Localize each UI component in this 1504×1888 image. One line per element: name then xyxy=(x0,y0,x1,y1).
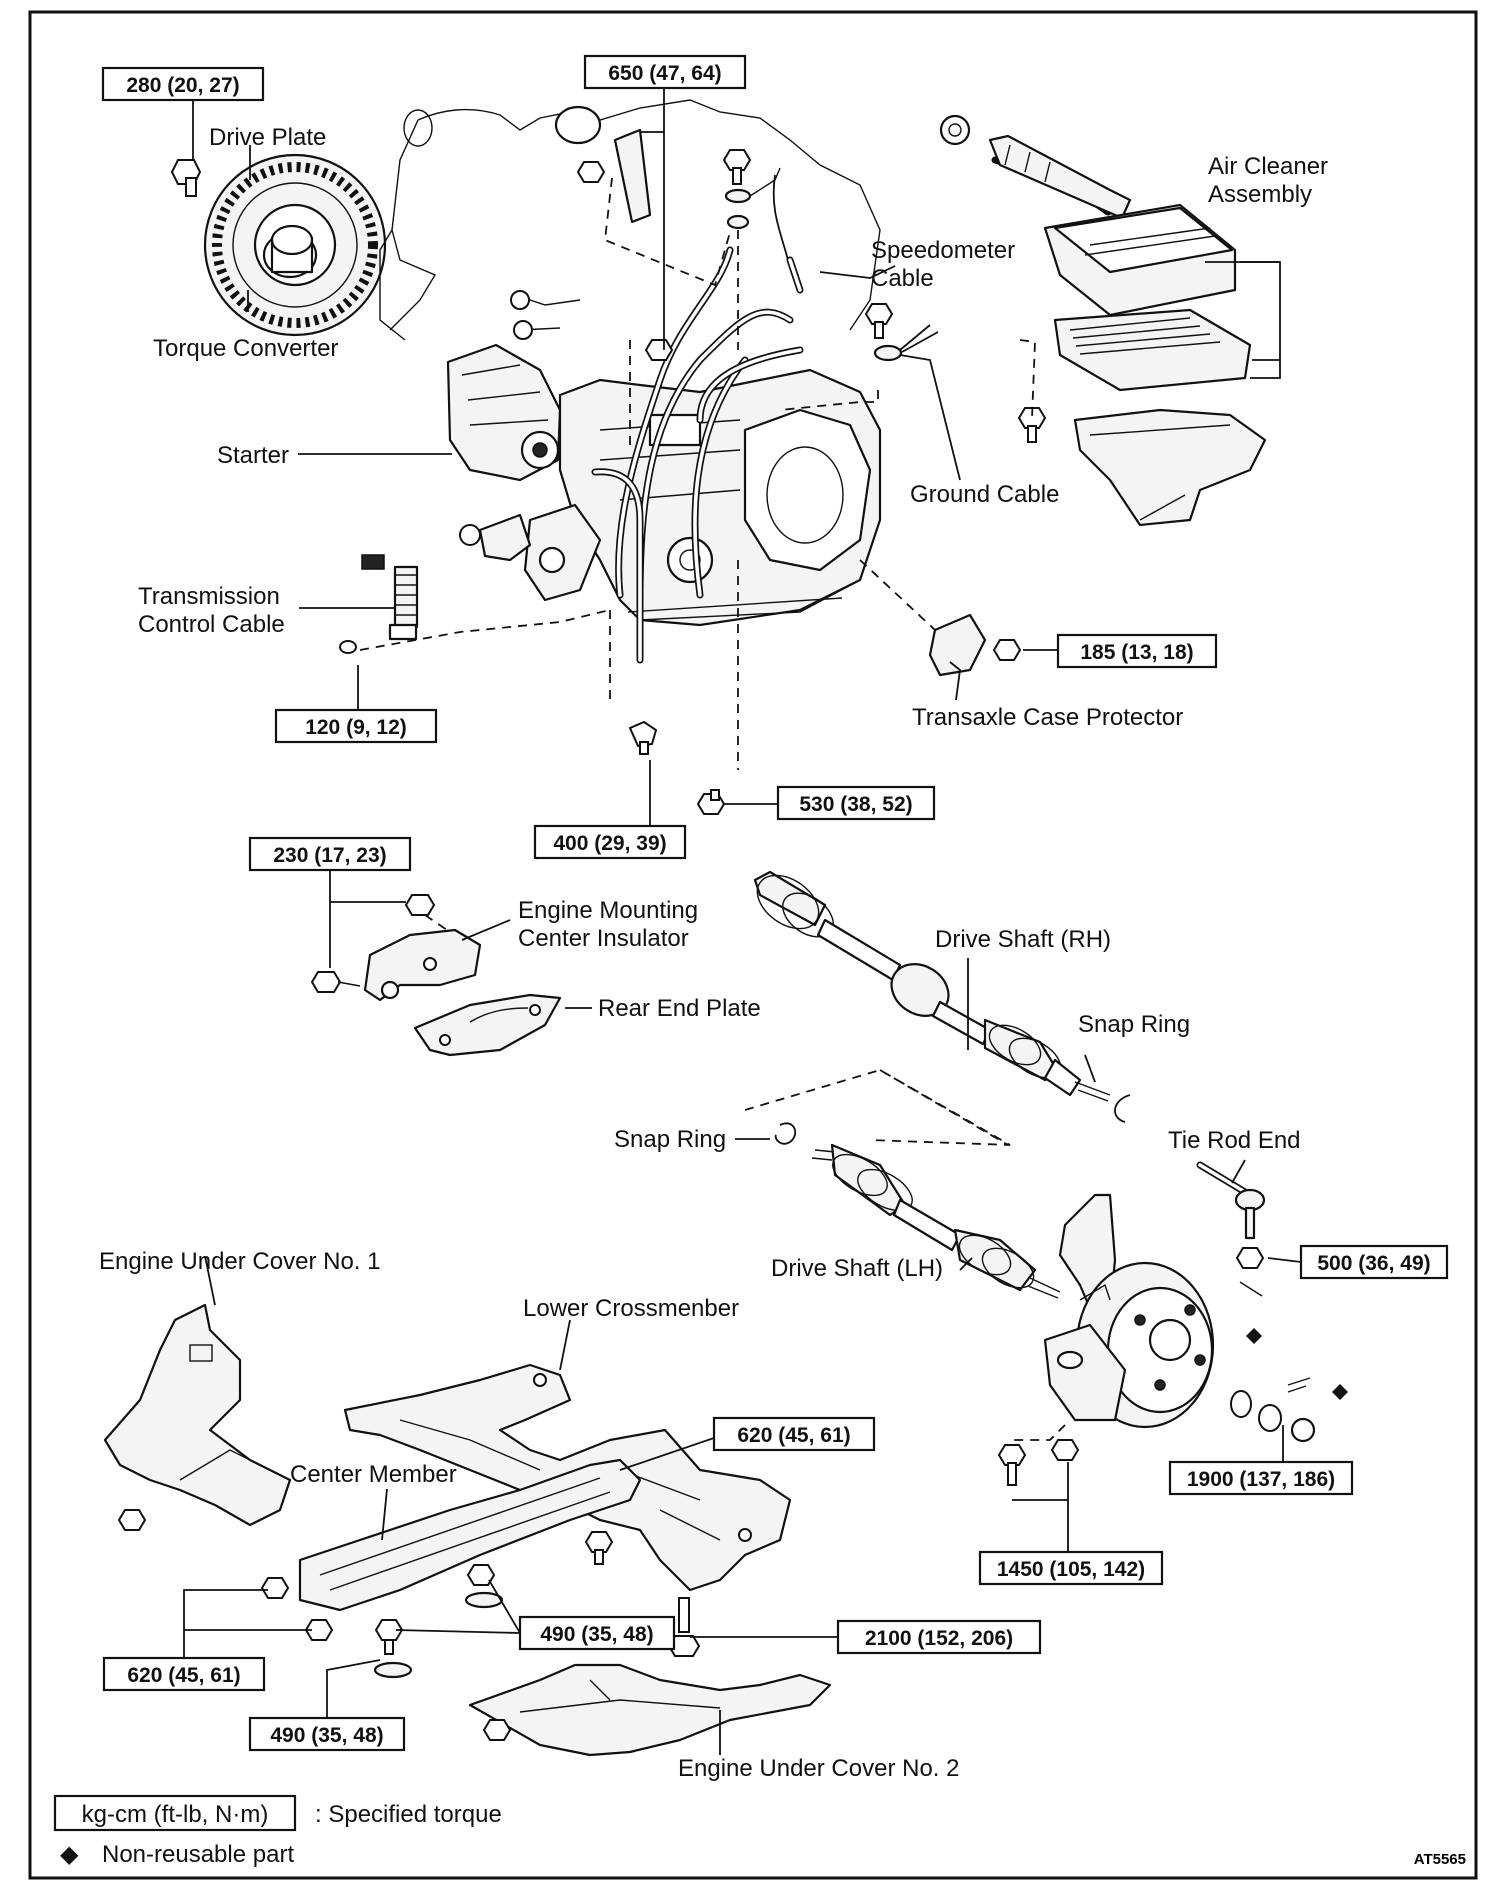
speedometer-cable-drawing xyxy=(772,174,804,294)
label-air-cleaner-1: Air Cleaner xyxy=(1208,153,1328,180)
torque-value-axle-hub: 1900 (137, 186) xyxy=(1187,1468,1335,1491)
page-frame xyxy=(28,10,1478,1880)
part-labels: Drive Plate Torque Converter Air Cleaner… xyxy=(99,124,1328,1782)
tie-rod-nut-drawing xyxy=(1235,1247,1265,1297)
torque-value-control-cable: 120 (9, 12) xyxy=(305,716,407,739)
label-speedometer-cable-2: Cable xyxy=(871,265,934,292)
torque-box-mount-bracket xyxy=(583,54,747,90)
drive-plate-bolt-icon xyxy=(170,159,202,197)
torque-box-400 xyxy=(533,824,687,860)
legend-unit-text: kg-cm (ft-lb, N·m) xyxy=(82,1801,269,1828)
rear-end-plate-drawing xyxy=(413,993,562,1057)
torque-value-mount-bracket: 650 (47, 64) xyxy=(608,62,721,85)
center-member-drawing xyxy=(298,1458,642,1612)
legend-diamond-icon: ◆ xyxy=(60,1841,79,1868)
lower-arm-bolt-drawing xyxy=(997,1439,1080,1486)
drive-shaft-lh-drawing xyxy=(811,1143,1061,1299)
torque-box-axle-hub xyxy=(1168,1460,1354,1496)
label-ground-cable: Ground Cable xyxy=(910,481,1059,508)
label-center-member: Center Member xyxy=(290,1461,457,1488)
hub-nut-drawing xyxy=(1230,1377,1316,1443)
air-cleaner-drawing xyxy=(939,114,1267,527)
label-rear-end-plate: Rear End Plate xyxy=(598,995,761,1022)
legend-unit-box xyxy=(53,1794,297,1832)
torque-box-lower-arm xyxy=(978,1550,1164,1586)
assembly-dashed-lines xyxy=(359,177,1066,1441)
torque-value-tie-rod: 500 (36, 49) xyxy=(1317,1252,1430,1275)
label-transaxle-case-protector: Transaxle Case Protector xyxy=(912,704,1183,731)
transmission-control-cable-drawing xyxy=(339,554,419,654)
torque-box-drive-plate xyxy=(101,66,265,102)
label-engine-mounting-center-insulator-1: Engine Mounting xyxy=(518,897,698,924)
drive-shaft-rh-drawing xyxy=(753,870,1111,1102)
label-drive-shaft-rh: Drive Shaft (RH) xyxy=(935,926,1111,953)
mount-bracket-drawing xyxy=(576,128,674,361)
torque-value-case-protector: 185 (13, 18) xyxy=(1080,641,1193,664)
label-engine-mounting-center-insulator-2: Center Insulator xyxy=(518,925,689,952)
crossmember-bolts-drawing xyxy=(260,1531,701,1741)
drive-plate-assembly-drawing xyxy=(203,153,387,337)
label-transmission-control-cable-1: Transmission xyxy=(138,583,280,610)
label-drive-shaft-lh: Drive Shaft (LH) xyxy=(771,1255,943,1282)
tie-rod-end-drawing xyxy=(1196,1161,1266,1240)
torque-box-crossmember-right xyxy=(712,1416,876,1452)
torque-box-under-cover-lower xyxy=(248,1716,406,1752)
torque-value-under-cover-upper: 490 (35, 48) xyxy=(540,1623,653,1646)
snap-ring-lh-drawing xyxy=(774,1122,797,1145)
torque-box-crossmember-mount xyxy=(836,1619,1042,1655)
torque-value-crossmember-right: 620 (45, 61) xyxy=(737,1424,850,1447)
label-tie-rod-end: Tie Rod End xyxy=(1168,1127,1301,1154)
legend-non-reusable-text: Non-reusable part xyxy=(102,1841,294,1868)
torque-box-center-insulator xyxy=(248,836,412,872)
wire-harness-drawing xyxy=(459,246,804,664)
legend-unit-description: : Specified torque xyxy=(315,1801,502,1828)
label-snap-ring-lh: Snap Ring xyxy=(614,1126,726,1153)
torque-value-under-cover-lower: 490 (35, 48) xyxy=(270,1724,383,1747)
engine-under-cover-no2-drawing xyxy=(468,1663,832,1757)
label-torque-converter: Torque Converter xyxy=(153,335,338,362)
label-air-cleaner-2: Assembly xyxy=(1208,181,1312,208)
torque-value-530: 530 (38, 52) xyxy=(799,793,912,816)
label-transmission-control-cable-2: Control Cable xyxy=(138,611,285,638)
label-lower-crossmember: Lower Crossmenber xyxy=(523,1295,739,1322)
ground-cable-drawing xyxy=(864,303,939,362)
engine-mounting-center-insulator-drawing xyxy=(310,894,482,1002)
figure-code: AT5565 xyxy=(1414,1851,1466,1868)
torque-box-case-protector xyxy=(1056,633,1218,669)
torque-box-530 xyxy=(776,785,936,821)
torque-box-tie-rod xyxy=(1299,1244,1449,1280)
label-engine-under-cover-no1: Engine Under Cover No. 1 xyxy=(99,1248,380,1275)
torque-value-lower-arm: 1450 (105, 142) xyxy=(997,1558,1145,1581)
torque-box-under-cover-upper xyxy=(518,1615,676,1651)
engine-under-cover-no1-drawing xyxy=(103,1303,292,1531)
torque-value-center-insulator: 230 (17, 23) xyxy=(273,844,386,867)
steering-knuckle-drawing xyxy=(1043,1193,1215,1429)
non-reusable-markers xyxy=(1246,1328,1348,1400)
transaxle-case-protector-drawing xyxy=(928,613,1022,677)
snap-ring-rh-drawing xyxy=(1114,1094,1131,1123)
label-speedometer-cable-1: Speedometer xyxy=(871,237,1015,264)
torque-callouts: 280 (20, 27) 650 (47, 64) 185 (13, 18) 1… xyxy=(101,54,1449,1752)
label-drive-plate: Drive Plate xyxy=(209,124,326,151)
label-engine-under-cover-no2: Engine Under Cover No. 2 xyxy=(678,1755,959,1782)
starter-drawing xyxy=(446,343,562,482)
engine-block-outline xyxy=(379,99,881,341)
mount-washer-drawing xyxy=(722,149,781,230)
torque-box-control-cable xyxy=(274,708,438,744)
bolt-530-icon xyxy=(696,789,726,815)
torque-value-crossmember-mount: 2100 (152, 206) xyxy=(865,1627,1013,1650)
torque-value-drive-plate: 280 (20, 27) xyxy=(126,74,239,97)
label-starter: Starter xyxy=(217,442,289,469)
torque-value-crossmember-left: 620 (45, 61) xyxy=(127,1664,240,1687)
legend: kg-cm (ft-lb, N·m) : Specified torque ◆ … xyxy=(53,1794,1466,1868)
label-snap-ring-rh: Snap Ring xyxy=(1078,1011,1190,1038)
bolt-400-icon xyxy=(628,720,658,755)
torque-value-400: 400 (29, 39) xyxy=(553,832,666,855)
torque-box-crossmember-left xyxy=(102,1656,266,1692)
